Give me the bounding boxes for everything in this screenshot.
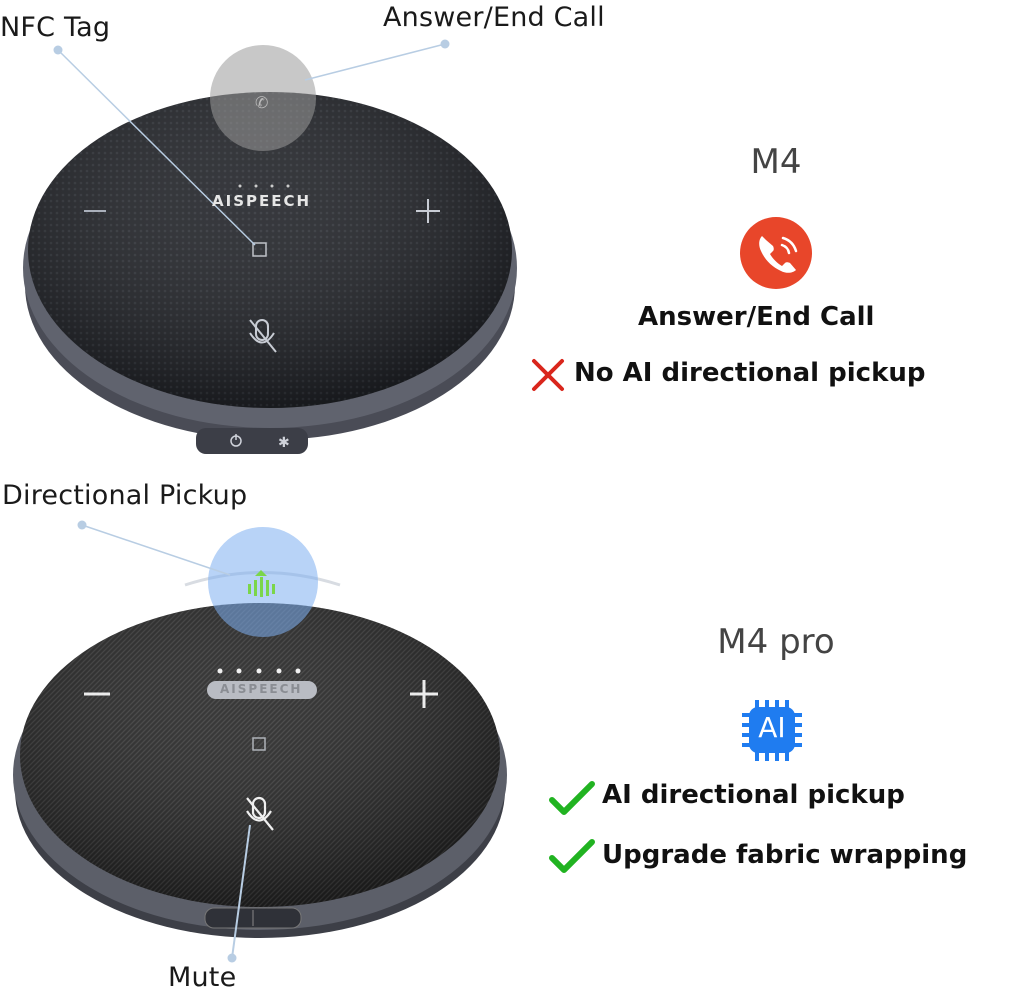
cross-icon — [532, 359, 564, 391]
m4-model-title: M4 — [750, 142, 802, 182]
m4pro-brand-text: AISPEECH — [220, 682, 303, 696]
check-icon — [549, 781, 595, 815]
pickup-leader-line — [81, 524, 231, 576]
phone-icon — [740, 217, 812, 289]
device-phone-icon: ✆ — [255, 93, 268, 112]
directional-pickup-label: Directional Pickup — [2, 480, 248, 511]
m4-feature-label: Answer/End Call — [638, 302, 875, 332]
ai-badge-text: AI — [758, 711, 786, 744]
m4pro-model-title: M4 pro — [717, 622, 835, 662]
answer-leader-line — [304, 43, 446, 81]
m4-brand-text: AISPEECH — [212, 192, 312, 210]
mute-label: Mute — [168, 962, 237, 993]
m4pro-mute-icon — [246, 796, 274, 831]
m4pro-nfc-square — [252, 737, 266, 751]
m4-negative-feature: No AI directional pickup — [574, 358, 926, 388]
directional-pickup-glyph — [248, 570, 275, 597]
m4-button-strip — [196, 428, 308, 454]
check-icon — [549, 839, 595, 873]
mute-leader-line — [231, 824, 251, 959]
bluetooth-icon: ✱ — [278, 435, 290, 451]
m4pro-indicator-dots — [217, 668, 301, 674]
m4pro-brand-plate — [207, 681, 317, 699]
nfc-tag-label: NFC Tag — [0, 12, 111, 43]
m4-call-highlight — [210, 45, 316, 151]
m4pro-feature-fabric: Upgrade fabric wrapping — [602, 840, 968, 870]
m4-nfc-square — [252, 242, 267, 257]
answer-end-call-label: Answer/End Call — [383, 2, 605, 33]
nfc-leader-line — [57, 49, 256, 246]
ai-chip-icon — [742, 700, 802, 761]
m4-mute-icon — [249, 319, 277, 353]
m4-indicator-dots — [238, 184, 290, 188]
m4pro-feature-ai-pickup: AI directional pickup — [602, 780, 905, 810]
